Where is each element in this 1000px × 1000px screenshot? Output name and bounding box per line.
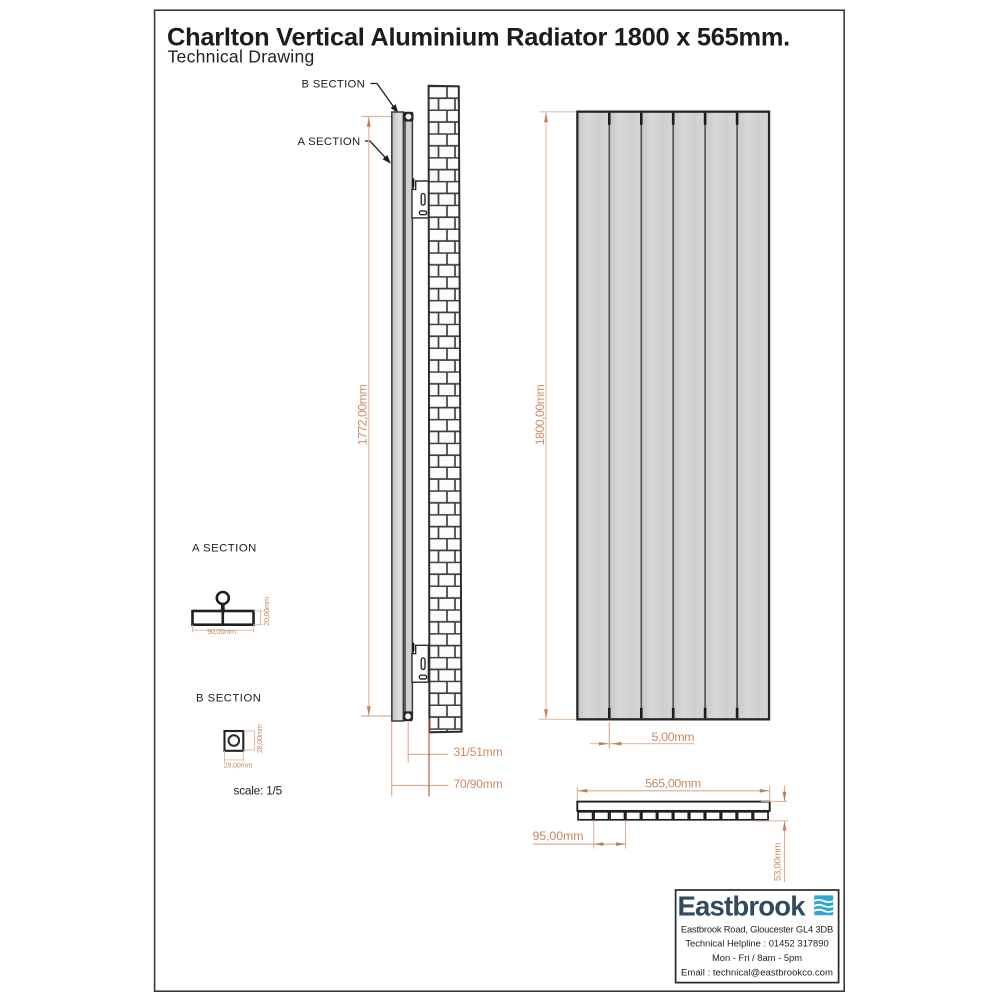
svg-text:70/90mm: 70/90mm bbox=[454, 777, 503, 791]
svg-text:565,00mm: 565,00mm bbox=[645, 777, 701, 791]
svg-text:Eastbrook Road, Gloucester GL4: Eastbrook Road, Gloucester GL4 3DB bbox=[681, 923, 833, 934]
svg-text:Eastbrook: Eastbrook bbox=[678, 891, 807, 922]
svg-text:B SECTION: B SECTION bbox=[302, 79, 366, 91]
svg-text:scale: 1/5: scale: 1/5 bbox=[234, 784, 283, 798]
svg-text:A SECTION: A SECTION bbox=[192, 543, 257, 555]
svg-text:Mon - Fri / 8am - 5pm: Mon - Fri / 8am - 5pm bbox=[712, 952, 802, 963]
svg-text:1772,00mm: 1772,00mm bbox=[356, 385, 370, 446]
svg-text:Technical Drawing: Technical Drawing bbox=[168, 47, 315, 67]
svg-text:95,00mm: 95,00mm bbox=[533, 829, 584, 843]
svg-text:20,00mm: 20,00mm bbox=[262, 597, 271, 626]
svg-text:90,00mm: 90,00mm bbox=[207, 627, 236, 636]
svg-text:53,00mm: 53,00mm bbox=[773, 843, 784, 881]
svg-text:A SECTION: A SECTION bbox=[298, 136, 361, 148]
svg-text:28,00mm: 28,00mm bbox=[224, 761, 253, 770]
svg-text:1800,00mm: 1800,00mm bbox=[533, 385, 547, 446]
svg-text:B SECTION: B SECTION bbox=[196, 693, 261, 705]
svg-text:31/51mm: 31/51mm bbox=[454, 745, 503, 759]
svg-text:Technical Helpline : 01452 317: Technical Helpline : 01452 317890 bbox=[685, 938, 828, 949]
svg-text:Charlton Vertical Aluminium Ra: Charlton Vertical Aluminium Radiator 180… bbox=[167, 23, 790, 51]
svg-text:28,00mm: 28,00mm bbox=[255, 724, 264, 753]
svg-text:Email : technical@eastbrookco.: Email : technical@eastbrookco.com bbox=[681, 967, 833, 978]
svg-text:5,00mm: 5,00mm bbox=[652, 730, 695, 744]
